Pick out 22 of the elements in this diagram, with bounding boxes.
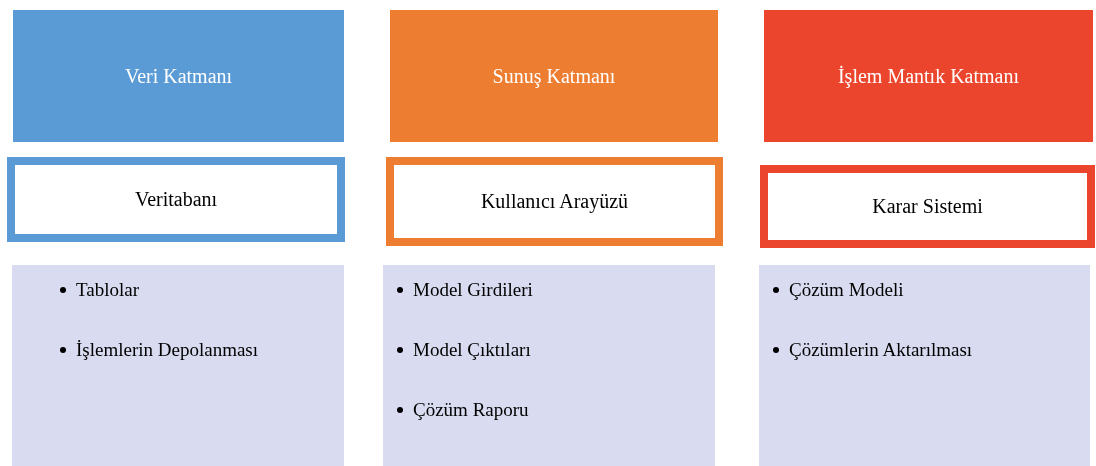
component-label: Kullanıcı Arayüzü	[480, 190, 629, 213]
feature-list-panel	[12, 265, 344, 466]
layer-title: Sunuş Katmanı	[492, 64, 616, 88]
list-item: Çözüm Modeli	[789, 279, 904, 300]
component-box	[386, 157, 723, 246]
list-item: Tablolar	[76, 279, 140, 300]
layer-title: İşlem Mantık Katmanı	[837, 64, 1020, 88]
list-item: Model Çıktıları	[413, 339, 531, 360]
component-box	[760, 165, 1095, 248]
component-label: Karar Sistemi	[872, 195, 983, 218]
list-item: İşlemlerin Depolanması	[76, 339, 259, 360]
layer-header-box	[13, 10, 344, 142]
feature-list-panel	[759, 265, 1090, 466]
list-item: Çözümlerin Aktarılması	[789, 339, 973, 360]
layer-title: Veri Katmanı	[124, 64, 233, 88]
list-item: Model Girdileri	[413, 279, 533, 300]
component-label: Veritabanı	[134, 188, 218, 211]
component-box	[7, 157, 345, 242]
list-item: Çözüm Raporu	[413, 399, 529, 420]
layer-header-box	[390, 10, 718, 142]
feature-list-panel	[383, 265, 715, 466]
layer-header-box	[764, 10, 1093, 142]
